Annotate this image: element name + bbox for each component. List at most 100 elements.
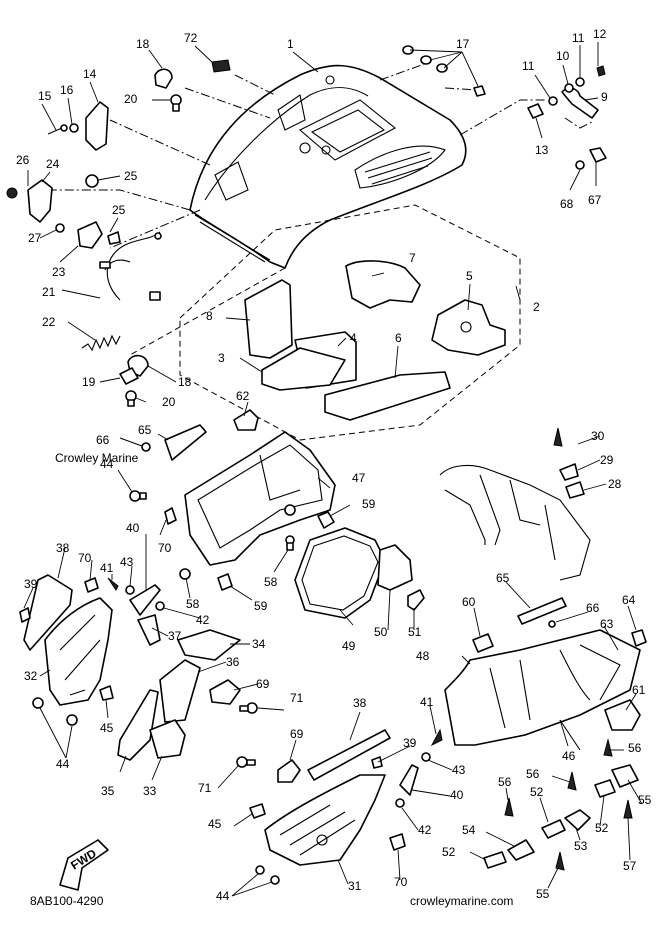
gasket-part-49[interactable] (294, 527, 386, 619)
clip-part-45-right[interactable] (249, 803, 266, 819)
bracket-part-62[interactable] (233, 409, 259, 431)
pad-part-3[interactable] (261, 347, 346, 391)
label-plate-72[interactable] (211, 59, 231, 73)
bolt-part-44-left[interactable] (32, 697, 78, 726)
hinge-assembly-23-27[interactable] (6, 174, 121, 249)
nut-part-58-lower[interactable] (179, 568, 191, 580)
clip-part-52-middle[interactable] (541, 819, 566, 839)
callout-70a: 70 (158, 541, 172, 555)
pad-part-19[interactable] (119, 367, 139, 385)
bolt-part-44-upper[interactable] (129, 490, 147, 502)
callout-29: 29 (600, 453, 614, 467)
panel-part-48[interactable] (444, 629, 641, 746)
latch-assembly-9-13[interactable] (527, 65, 607, 170)
bolt-part-71-right[interactable] (236, 756, 256, 768)
washer-part-43-left[interactable] (125, 585, 135, 595)
cable-part-21[interactable] (99, 231, 162, 301)
spring-part-22[interactable] (81, 334, 121, 352)
screw-part-66-left[interactable] (119, 437, 151, 452)
callout-23: 23 (52, 265, 66, 279)
callout-21: 21 (42, 285, 56, 299)
callout-52b: 52 (595, 821, 609, 835)
callout-39a: 39 (24, 577, 38, 591)
pad-part-6[interactable] (324, 371, 451, 421)
callout-41a: 41 (100, 561, 114, 575)
washer-part-42-left[interactable] (155, 601, 165, 611)
bolt-part-58-upper[interactable] (285, 535, 295, 551)
callout-45a: 45 (100, 721, 114, 735)
bracket-part-18-upper[interactable] (154, 68, 173, 89)
rivet-part-57[interactable] (623, 799, 633, 819)
panel-part-47[interactable] (184, 431, 336, 566)
clip-part-70-upper[interactable] (164, 507, 177, 525)
callout-66b: 66 (586, 601, 600, 615)
callout-38b: 38 (353, 696, 367, 710)
clip-part-52-right[interactable] (594, 779, 616, 798)
rivet-part-56-middle[interactable] (567, 771, 577, 791)
callout-60: 60 (462, 595, 476, 609)
callout-57: 57 (623, 859, 637, 873)
pad-part-61[interactable] (604, 699, 641, 731)
callout-65a: 65 (138, 423, 152, 437)
bolt-part-44-bottom[interactable] (255, 865, 280, 885)
clip-part-51[interactable] (407, 589, 425, 611)
bracket-part-69-right[interactable] (277, 759, 301, 783)
callout-18a: 18 (136, 37, 150, 51)
strip-part-65-left[interactable] (164, 424, 207, 461)
panel-part-33[interactable] (149, 719, 186, 759)
callout-6: 6 (395, 331, 402, 345)
panel-part-32[interactable] (44, 597, 113, 706)
trim-part-38-left[interactable] (23, 574, 73, 651)
pad-part-8[interactable] (244, 279, 293, 359)
clip-part-70-left[interactable] (84, 577, 99, 593)
bracket-part-34[interactable] (177, 629, 241, 661)
hood-part-1[interactable] (189, 64, 467, 269)
rivet-part-56-left[interactable] (504, 797, 514, 817)
grommet-part-59-lower[interactable] (217, 573, 233, 591)
rivet-part-41-right[interactable] (430, 728, 443, 747)
frame-assembly-28-30[interactable] (439, 427, 591, 581)
callout-40a: 40 (126, 521, 140, 535)
grommet-part-64[interactable] (631, 629, 647, 647)
clip-part-45-left[interactable] (99, 685, 114, 701)
rivet-part-56-bottom[interactable] (555, 851, 565, 871)
grommet-part-17[interactable] (402, 45, 486, 97)
screw-part-15[interactable] (47, 124, 68, 135)
seal-part-50[interactable] (377, 544, 413, 591)
bolt-part-20-upper[interactable] (170, 94, 182, 112)
clip-part-53[interactable] (564, 809, 591, 831)
washer-part-43-right[interactable] (421, 752, 431, 762)
panel-part-31[interactable] (264, 774, 386, 866)
panel-part-36[interactable] (159, 659, 201, 723)
callout-17: 17 (456, 37, 470, 51)
washer-part-16[interactable] (69, 123, 79, 133)
callout-2: 2 (533, 300, 540, 314)
screw-part-66-right[interactable] (548, 620, 556, 628)
washer-part-42-right[interactable] (395, 798, 405, 808)
clip-part-39-left[interactable] (19, 607, 31, 623)
bracket-part-60[interactable] (472, 633, 494, 653)
bolt-part-20-lower[interactable] (125, 390, 137, 407)
pad-part-5[interactable] (431, 299, 506, 356)
clip-part-52-left[interactable] (483, 851, 507, 869)
callout-70c: 70 (394, 875, 408, 889)
rivet-part-41-left[interactable] (107, 577, 119, 591)
rivet-part-56-right[interactable] (603, 738, 613, 757)
clip-part-54[interactable] (507, 839, 535, 861)
clip-part-39-right[interactable] (371, 756, 383, 769)
grommet-part-59-upper[interactable] (317, 511, 335, 529)
bracket-part-40-left[interactable] (129, 584, 161, 616)
clip-part-55-upper[interactable] (611, 764, 639, 788)
cover-plate-14[interactable] (85, 101, 109, 151)
clip-part-70-right[interactable] (389, 833, 406, 851)
bracket-part-69-left[interactable] (209, 679, 241, 705)
bracket-part-37[interactable] (137, 614, 161, 646)
callout-58a: 58 (264, 575, 278, 589)
strip-part-65-right[interactable] (517, 597, 567, 625)
panel-part-35[interactable] (117, 689, 159, 761)
pad-part-7[interactable] (345, 260, 421, 309)
trim-part-38-right[interactable] (307, 729, 391, 781)
bolt-part-71-left[interactable] (239, 702, 258, 714)
bracket-part-40-right[interactable] (399, 764, 419, 796)
